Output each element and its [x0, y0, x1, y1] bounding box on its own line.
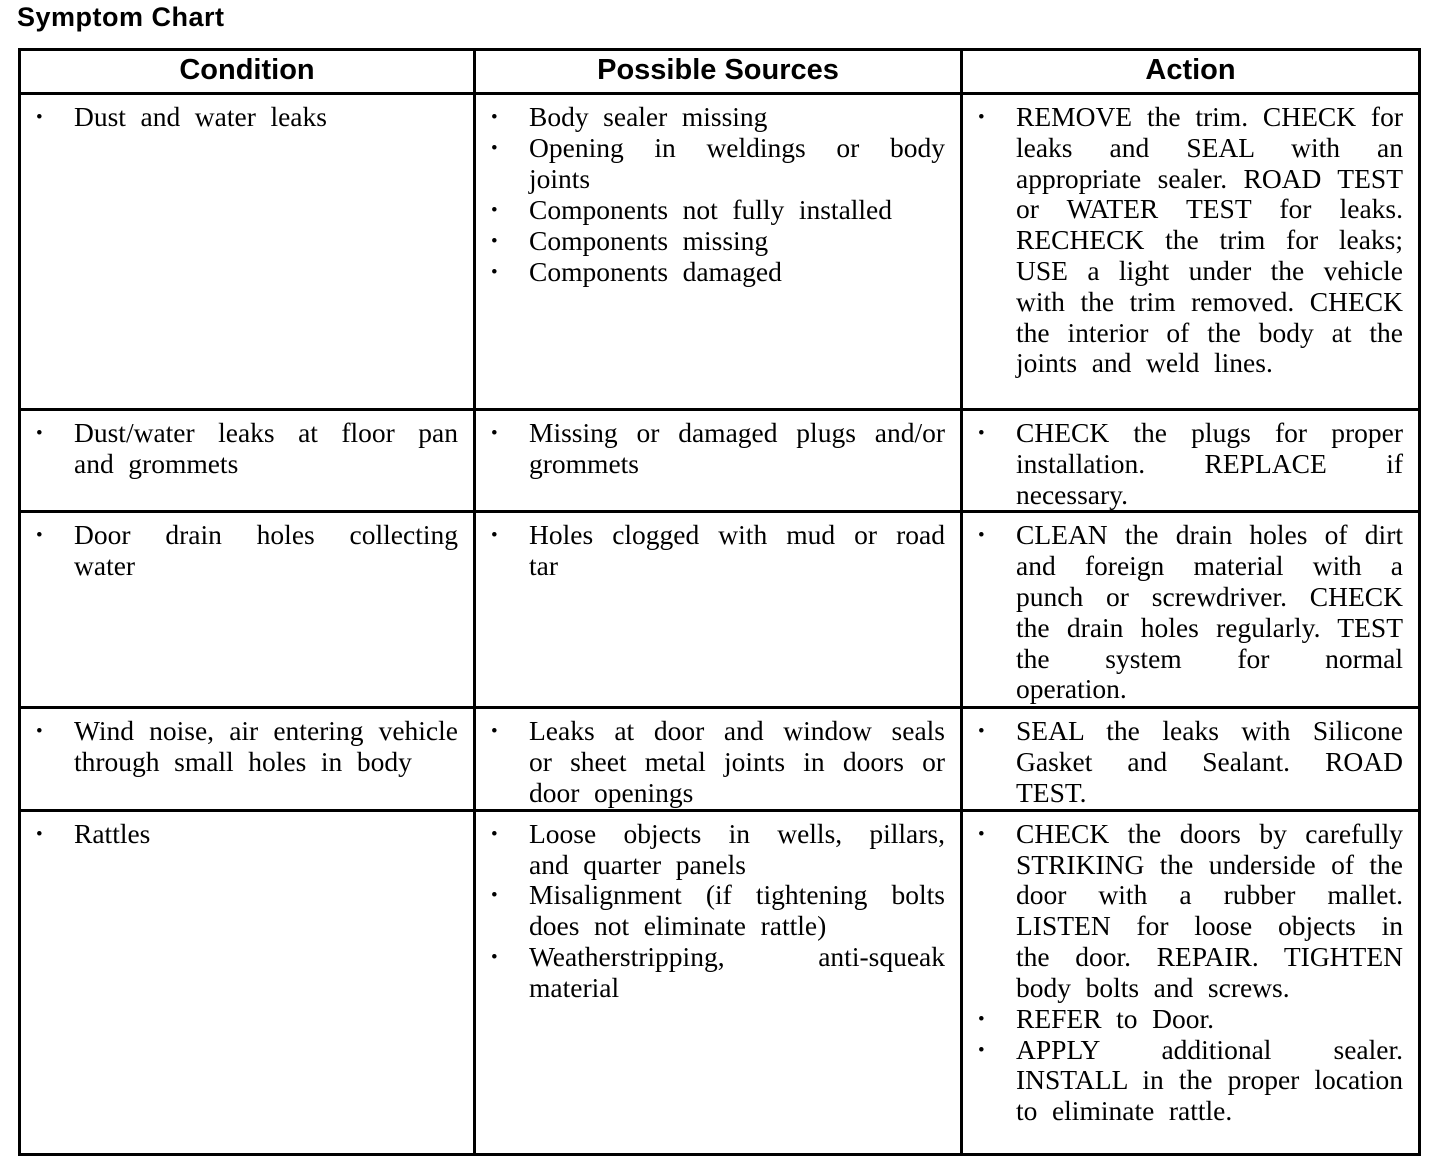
list-item: • SEAL the leaks with Silicone Gasket an…	[965, 715, 1403, 808]
list-item: • CLEAN the drain holes of dirt and fore…	[965, 519, 1403, 705]
bullet-icon: •	[491, 199, 498, 221]
table-header-row: Condition Possible Sources Action	[18, 48, 1421, 95]
list-item: • Loose objects in wells, pillars, and q…	[478, 817, 945, 881]
list-item-text: Rattles	[74, 817, 151, 849]
list-item-text: CHECK the doors by carefully STRIKING th…	[1016, 817, 1403, 1003]
list-item-text: Dust/water leaks at floor pan and gromme…	[74, 417, 458, 479]
list-item: • Wind noise, air entering vehicle throu…	[23, 715, 458, 778]
table-row-dust-water-leaks-floor-pan: • Dust/water leaks at floor pan and grom…	[18, 407, 1421, 514]
list-item-text: REMOVE the trim. CHECK for leaks and SEA…	[1016, 101, 1403, 379]
bullet-icon: •	[978, 107, 985, 128]
list-item-text: Dust and water leaks	[74, 101, 327, 132]
bullet-icon: •	[36, 823, 43, 845]
bullet-icon: •	[978, 525, 985, 547]
table-row-door-drain-holes: • Door drain holes collecting water • Ho…	[18, 510, 1421, 710]
bullet-icon: •	[491, 107, 498, 128]
cell-action: • CHECK the plugs for proper installatio…	[960, 407, 1421, 514]
bullet-icon: •	[36, 107, 43, 128]
list-item: • Misalignment (if tightening bolts does…	[478, 879, 945, 942]
cell-possible-sources: • Leaks at door and window seals or shee…	[473, 706, 963, 812]
list-item: • Components missing	[478, 224, 946, 257]
bullet-icon: •	[491, 721, 498, 743]
list-item-text: Wind noise, air entering vehicle through…	[74, 715, 458, 778]
list-item: • CHECK the plugs for proper installatio…	[965, 417, 1403, 510]
list-item: • Components not fully installed	[478, 193, 946, 226]
bullet-icon: •	[491, 946, 498, 968]
cell-possible-sources: • Holes clogged with mud or road tar	[473, 510, 963, 710]
bullet-icon: •	[978, 721, 985, 743]
bullet-icon: •	[978, 823, 985, 845]
list-item-text: Leaks at door and window seals or sheet …	[529, 715, 945, 808]
bullet-icon: •	[978, 423, 985, 444]
table-row-dust-and-water-leaks: • Dust and water leaks • Body sealer mis…	[18, 92, 1421, 411]
bullet-icon: •	[491, 823, 498, 845]
header-action: Action	[960, 48, 1421, 95]
header-possible-sources: Possible Sources	[473, 48, 963, 95]
cell-condition: • Rattles	[18, 808, 476, 1156]
bullet-icon: •	[491, 138, 498, 159]
header-condition: Condition	[18, 48, 476, 95]
list-item: • CHECK the doors by carefully STRIKING …	[965, 817, 1403, 1004]
list-item: • Holes clogged with mud or road tar	[478, 519, 945, 582]
list-item-text: Door drain holes collecting water	[74, 519, 458, 582]
list-item: • Missing or damaged plugs and/or gromme…	[478, 417, 945, 480]
list-item-text: Components missing	[529, 224, 769, 256]
list-item: • Rattles	[23, 817, 459, 850]
bullet-icon: •	[491, 423, 498, 444]
list-item: • APPLY additional sealer. INSTALL in th…	[965, 1033, 1403, 1127]
list-item-text: Loose objects in wells, pillars, and qua…	[529, 817, 945, 880]
list-item-text: Misalignment (if tightening bolts does n…	[529, 879, 945, 942]
list-item-text: Missing or damaged plugs and/or grommets	[529, 417, 945, 479]
list-item-text: Opening in weldings or body joints	[529, 132, 945, 194]
list-item: • REFER to Door.	[965, 1002, 1404, 1035]
bullet-icon: •	[36, 525, 43, 547]
cell-possible-sources: • Loose objects in wells, pillars, and q…	[473, 808, 963, 1156]
list-item: • Dust and water leaks	[23, 101, 459, 133]
table-row-rattles: • Rattles • Loose objects in wells, pill…	[18, 808, 1421, 1156]
bullet-icon: •	[491, 230, 498, 252]
list-item-text: Holes clogged with mud or road tar	[529, 519, 945, 582]
list-item: • REMOVE the trim. CHECK for leaks and S…	[965, 101, 1403, 379]
list-item-text: REFER to Door.	[1016, 1002, 1214, 1034]
cell-condition: • Dust and water leaks	[18, 92, 476, 411]
list-item-text: CLEAN the drain holes of dirt and foreig…	[1016, 519, 1403, 705]
cell-condition: • Door drain holes collecting water	[18, 510, 476, 710]
bullet-icon: •	[491, 261, 498, 283]
list-item: • Body sealer missing	[478, 101, 946, 133]
bullet-icon: •	[36, 423, 43, 444]
cell-possible-sources: • Body sealer missing • Opening in weldi…	[473, 92, 963, 411]
list-item-text: Components damaged	[529, 255, 782, 287]
list-item-text: APPLY additional sealer. INSTALL in the …	[1016, 1033, 1403, 1127]
bullet-icon: •	[491, 885, 498, 907]
list-item-text: SEAL the leaks with Silicone Gasket and …	[1016, 715, 1403, 808]
list-item-text: Body sealer missing	[529, 101, 768, 132]
page-title: Symptom Chart	[17, 2, 225, 32]
list-item: • Opening in weldings or body joints	[478, 132, 945, 195]
bullet-icon: •	[978, 1008, 985, 1030]
list-item: • Door drain holes collecting water	[23, 519, 458, 582]
bullet-icon: •	[36, 721, 43, 743]
cell-action: • CHECK the doors by carefully STRIKING …	[960, 808, 1421, 1156]
table-row-wind-noise: • Wind noise, air entering vehicle throu…	[18, 706, 1421, 812]
cell-possible-sources: • Missing or damaged plugs and/or gromme…	[473, 407, 963, 514]
cell-condition: • Wind noise, air entering vehicle throu…	[18, 706, 476, 812]
list-item: • Dust/water leaks at floor pan and grom…	[23, 417, 458, 480]
list-item-text: Components not fully installed	[529, 193, 893, 225]
list-item-text: CHECK the plugs for proper installation.…	[1016, 417, 1403, 510]
cell-action: • SEAL the leaks with Silicone Gasket an…	[960, 706, 1421, 812]
bullet-icon: •	[978, 1039, 985, 1061]
list-item-text: Weatherstripping, anti-squeak material	[529, 940, 945, 1003]
cell-action: • REMOVE the trim. CHECK for leaks and S…	[960, 92, 1421, 411]
cell-action: • CLEAN the drain holes of dirt and fore…	[960, 510, 1421, 710]
bullet-icon: •	[491, 525, 498, 547]
list-item: • Weatherstripping, anti-squeak material	[478, 940, 945, 1004]
cell-condition: • Dust/water leaks at floor pan and grom…	[18, 407, 476, 514]
list-item: • Components damaged	[478, 255, 946, 288]
symptom-chart-table: Condition Possible Sources Action • Dust…	[18, 48, 1421, 1156]
list-item: • Leaks at door and window seals or shee…	[478, 715, 945, 808]
